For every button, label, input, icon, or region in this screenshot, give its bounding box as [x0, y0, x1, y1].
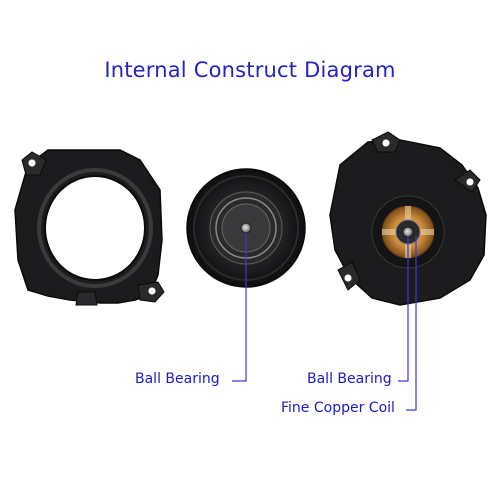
stator-base: [329, 131, 487, 306]
center-bearing-leader: [232, 232, 247, 382]
right-bearing-leader: [398, 236, 409, 382]
coil-leader: [406, 236, 417, 411]
fan-housing-ring: [14, 149, 165, 306]
rotor-hub: [186, 168, 306, 288]
right-bearing-label: Ball Bearing: [307, 371, 392, 387]
diagram-title: Internal Construct Diagram: [104, 58, 396, 82]
center-bearing-label: Ball Bearing: [135, 371, 220, 387]
copper-coil-label: Fine Copper Coil: [281, 400, 395, 416]
leader-lines: [232, 232, 417, 411]
